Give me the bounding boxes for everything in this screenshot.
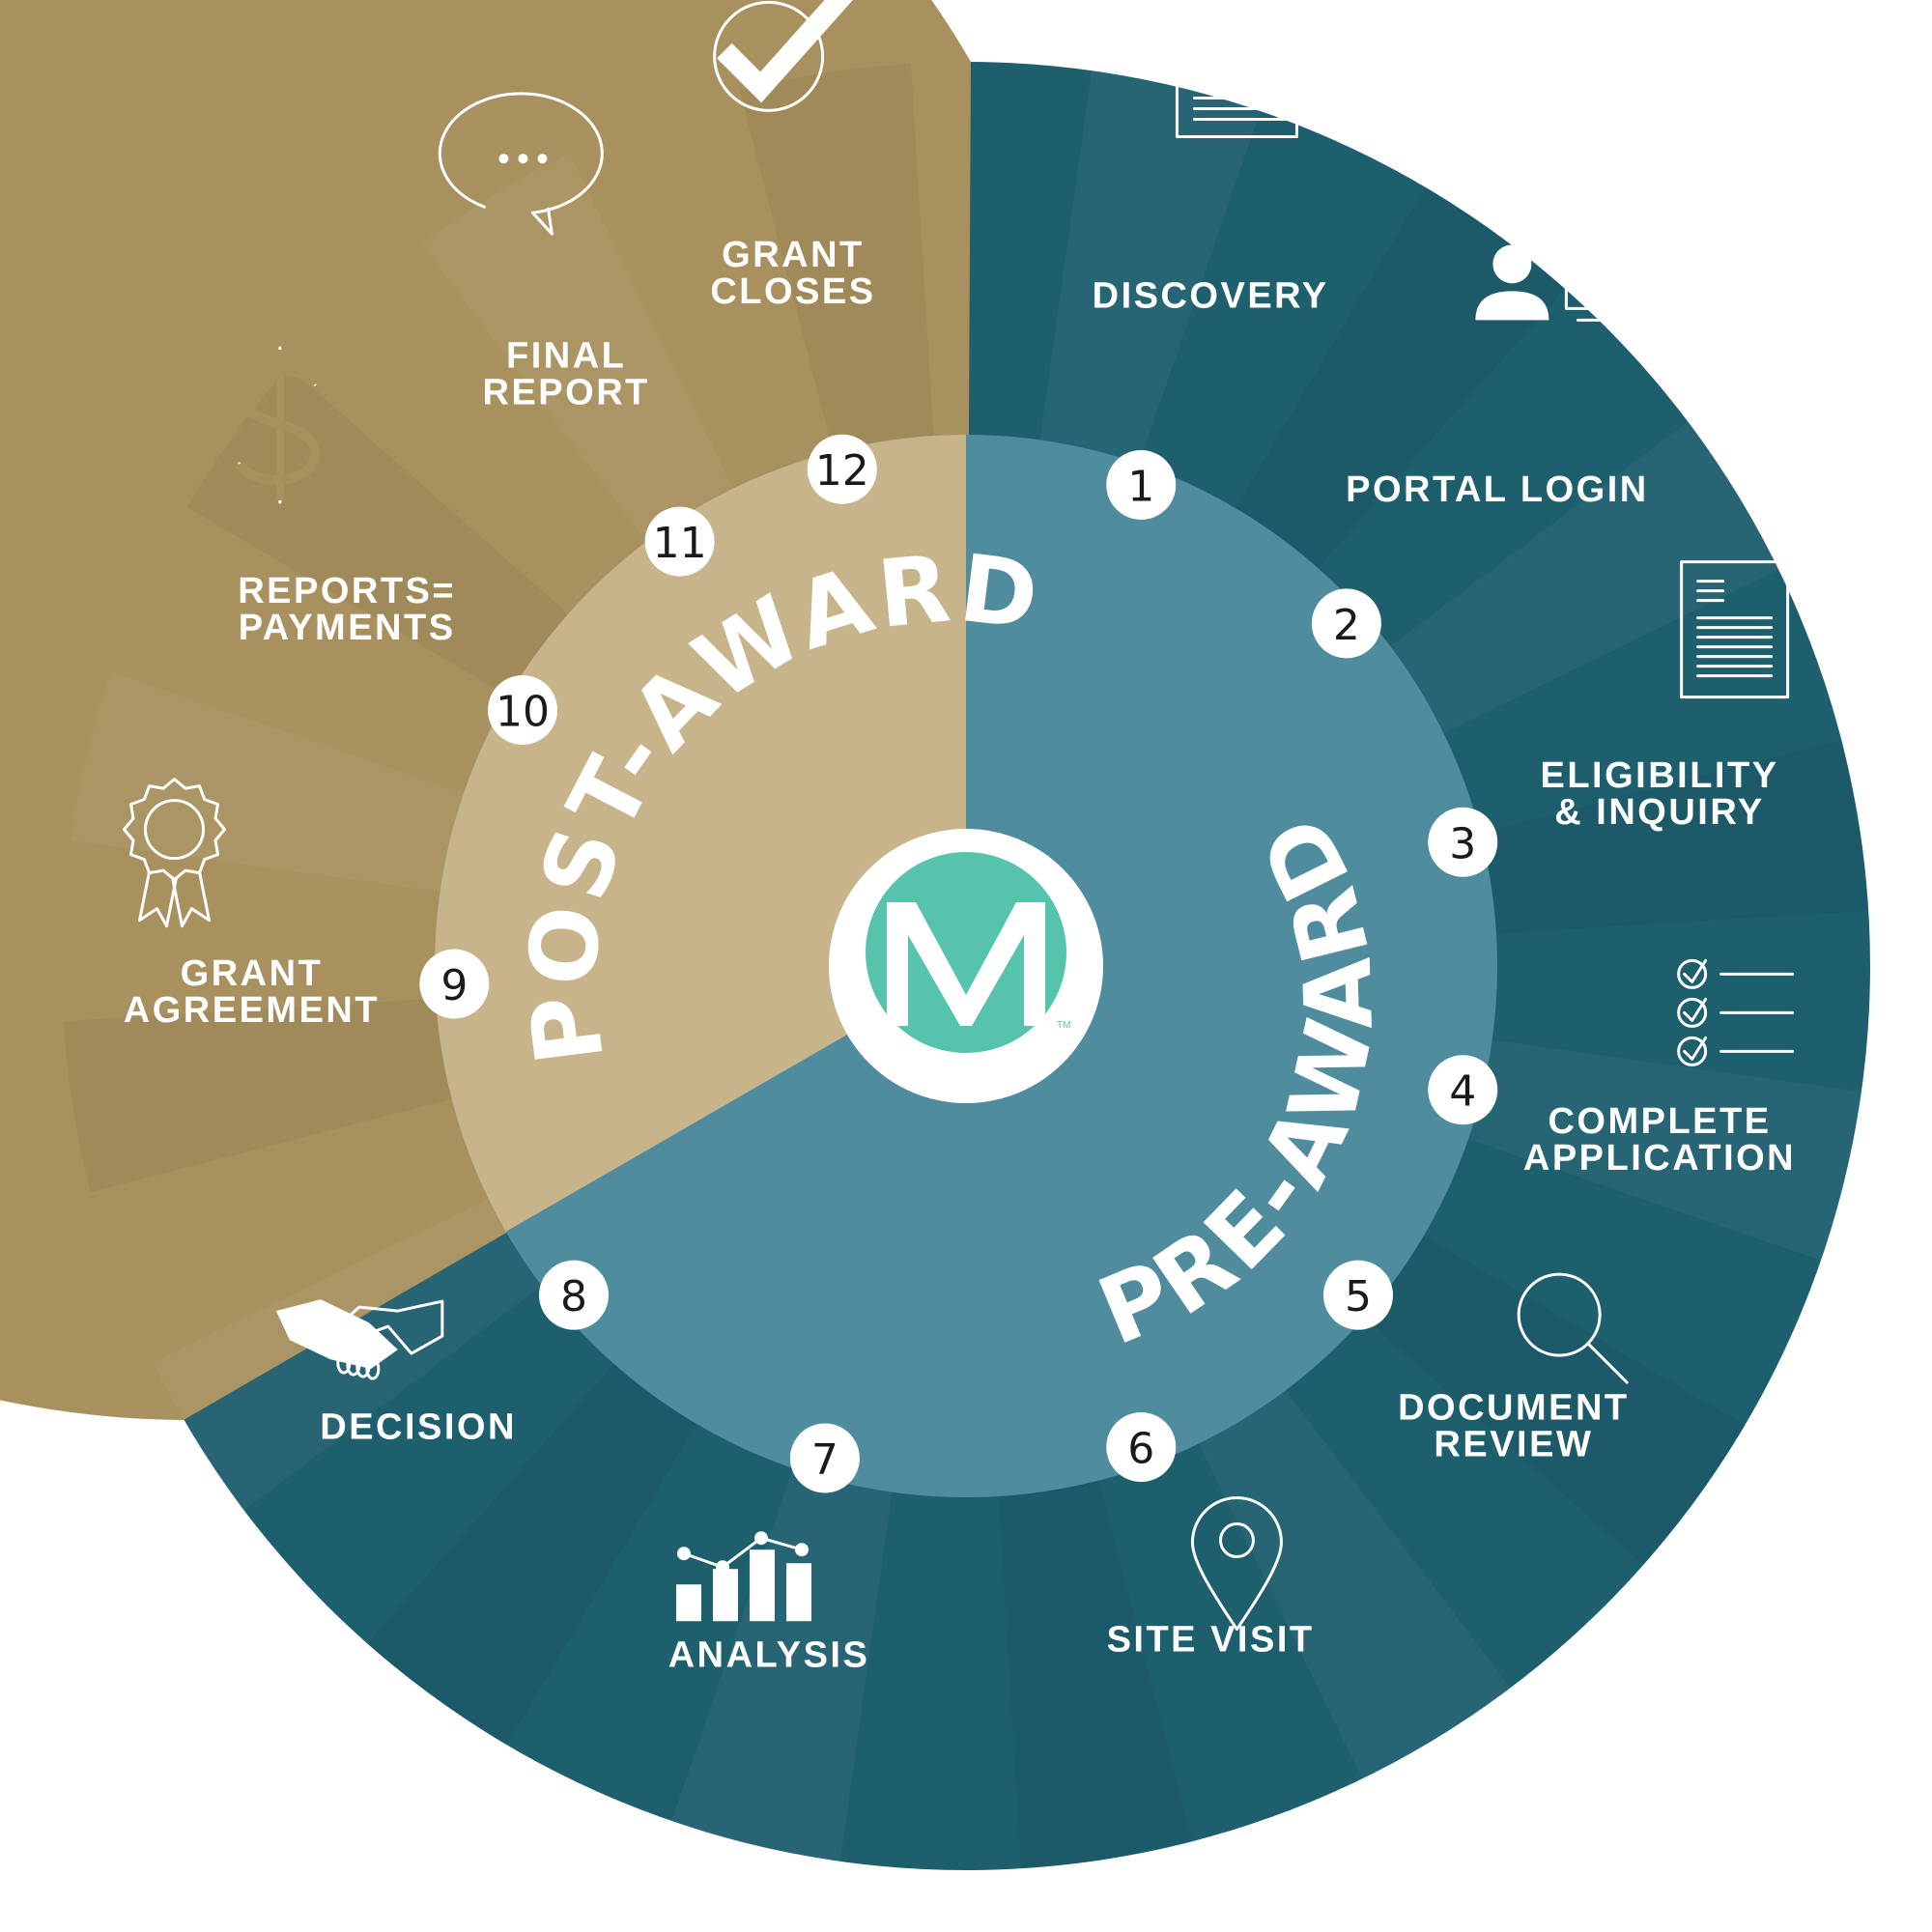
step-badge-8: 8 <box>538 1260 609 1330</box>
step-label-8: DECISION <box>320 1407 517 1448</box>
step-badge-circle <box>1106 449 1177 520</box>
award-ribbon-icon <box>122 778 226 928</box>
webpage-icon <box>1175 14 1298 138</box>
company-logo: TM <box>829 829 1103 1103</box>
step-badge-7: 7 <box>789 1423 860 1493</box>
step-label-7: ANALYSIS <box>668 1634 870 1675</box>
icons <box>122 0 1795 1632</box>
step-badge-11: 11 <box>644 506 715 577</box>
step-badge-circle <box>1428 1055 1498 1125</box>
step-label-1: DISCOVERY <box>1093 276 1329 317</box>
step-badge-circle <box>419 949 490 1019</box>
step-badge-circle <box>1428 807 1498 877</box>
step-badge-12: 12 <box>807 434 877 504</box>
step-number: 11 <box>653 519 707 568</box>
checkmark-icon <box>713 0 853 112</box>
step-badge-6: 6 <box>1106 1412 1177 1483</box>
step-number: 12 <box>815 446 869 496</box>
step-number: 8 <box>560 1272 587 1321</box>
map-pin-icon <box>1190 1496 1283 1632</box>
step-badge-circle <box>789 1423 860 1493</box>
document-icon <box>1680 560 1790 699</box>
step-number: 10 <box>496 688 550 737</box>
post-award-inner-region <box>434 435 966 1232</box>
step-badge-3: 3 <box>1428 807 1498 877</box>
step-label-2: PORTAL LOGIN <box>1346 469 1649 510</box>
step-badge-circle <box>538 1260 609 1330</box>
step-number: 1 <box>1127 462 1154 511</box>
step-labels: DISCOVERY PORTAL LOGIN ELIGIBILITY& INQUIR… <box>124 235 1796 1675</box>
step-number: 6 <box>1127 1425 1154 1474</box>
step-number: 3 <box>1449 819 1476 868</box>
step-badge-circle <box>1311 588 1381 659</box>
user-computer-icon <box>1475 244 1635 322</box>
step-number: 2 <box>1333 601 1360 650</box>
step-badge-circle <box>488 675 558 745</box>
step-badge-10: 10 <box>488 675 558 745</box>
step-badge-circle <box>1106 1412 1177 1483</box>
step-badge-circle <box>1323 1260 1394 1330</box>
step-label-10: REPORTS=PAYMENTS <box>238 571 456 648</box>
svg-text:TM: TM <box>1057 1020 1070 1031</box>
magnifier-icon <box>1517 1272 1629 1384</box>
step-badge-9: 9 <box>419 949 490 1019</box>
step-badge-1: 1 <box>1106 449 1177 520</box>
step-number: 4 <box>1449 1067 1476 1117</box>
step-badge-4: 4 <box>1428 1055 1498 1125</box>
dollar-icon <box>235 346 320 504</box>
checklist-icon <box>1677 958 1795 1066</box>
speech-bubble-icon <box>438 92 604 236</box>
step-badge-5: 5 <box>1323 1260 1394 1330</box>
step-label-3: ELIGIBILITY& INQUIRY <box>1540 755 1778 833</box>
bar-chart-icon <box>675 1531 811 1622</box>
step-number: 7 <box>811 1435 838 1485</box>
step-badge-circle <box>644 506 715 577</box>
step-number: 5 <box>1345 1272 1372 1321</box>
step-badge-circle <box>807 434 877 504</box>
step-label-6: SITE VISIT <box>1107 1619 1315 1660</box>
handshake-icon <box>275 1299 444 1380</box>
step-number: 9 <box>440 961 468 1010</box>
step-badge-2: 2 <box>1311 588 1381 659</box>
